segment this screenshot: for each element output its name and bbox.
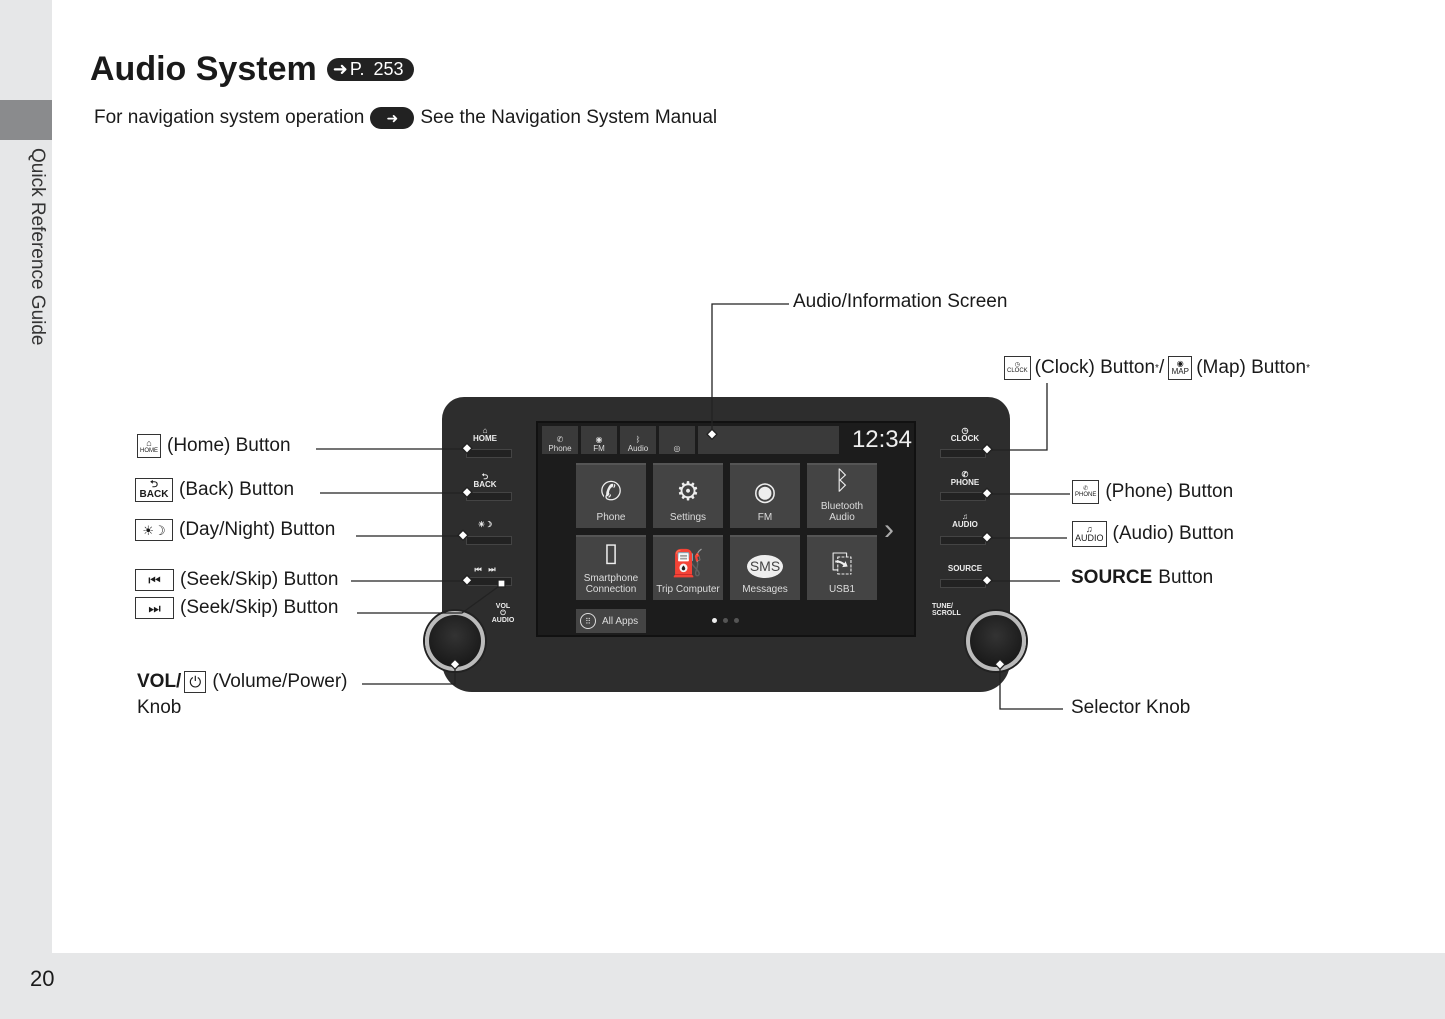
page-reference-link[interactable]: ➜P. 253: [326, 58, 414, 81]
arrow-icon: ➜: [370, 107, 415, 129]
topbar-radio-icon[interactable]: ◎: [659, 426, 695, 454]
clock-hw-button[interactable]: [940, 449, 986, 458]
callout-audio: ♫AUDIO(Audio) Button: [1072, 521, 1234, 547]
tile-smartphone-connection[interactable]: ▯Smartphone Connection: [576, 535, 646, 600]
callout-selector-knob: Selector Knob: [1071, 697, 1191, 718]
callout-screen: Audio/Information Screen: [793, 291, 1008, 312]
audio-icon: ♫AUDIO: [1072, 521, 1107, 547]
callout-volume-knob-text: Knob: [137, 697, 182, 718]
page-title: Audio System ➜P. 253: [90, 50, 414, 89]
callout-clock-map: ◷CLOCK(Clock) Button*/◉MAP(Map) Button*: [1004, 356, 1310, 380]
daynight-icon: ☀☽: [135, 519, 173, 541]
screen-clock: 12:34: [851, 426, 912, 453]
page-indicator: [712, 618, 739, 623]
tile-trip-computer[interactable]: ⛽Trip Computer: [653, 535, 723, 600]
tile-fm[interactable]: ◉FM: [730, 463, 800, 528]
callout-home: ⌂HOME(Home) Button: [137, 434, 291, 458]
tune-scroll-label: TUNE/ SCROLL: [932, 603, 961, 617]
back-hw-button-label: ⮌BACK: [473, 472, 497, 489]
callout-phone: ✆PHONE(Phone) Button: [1072, 480, 1233, 504]
grid-icon: ⠿: [580, 613, 596, 629]
daynight-icon: ☀☽: [477, 520, 493, 529]
audio-hw-button-label: ♫AUDIO: [952, 512, 978, 529]
vol-label: VOL⏻AUDIO: [491, 603, 515, 624]
seek-icons: ⏮ ⏭: [474, 565, 496, 574]
tile-usb1[interactable]: ⎘USB1: [807, 535, 877, 600]
sidebar-tab: [0, 100, 52, 140]
ref-prefix: P.: [349, 59, 365, 79]
callout-seek-forward: ⏭(Seek/Skip) Button: [135, 597, 338, 619]
sidebar-label: Quick Reference Guide: [27, 148, 48, 346]
seek-back-icon: ⏮: [135, 569, 174, 591]
back-hw-button[interactable]: [466, 492, 512, 501]
callout-volume: VOL/⏻(Volume/Power): [137, 671, 348, 693]
map-icon: ◉MAP: [1168, 356, 1193, 380]
clock-icon: ◷CLOCK: [1004, 356, 1031, 380]
home-hw-button[interactable]: [466, 449, 512, 458]
clock-hw-button-label: ◷CLOCK: [950, 426, 980, 443]
ref-page: 253: [373, 59, 404, 79]
back-icon: ⮌BACK: [135, 478, 173, 502]
sidebar: [0, 0, 52, 953]
page-number: 20: [30, 966, 55, 991]
callout-daynight: ☀☽(Day/Night) Button: [135, 519, 335, 541]
callout-back: ⮌BACK(Back) Button: [135, 478, 294, 502]
subtitle-left: For navigation system operation: [94, 107, 365, 128]
subtitle-right: See the Navigation System Manual: [420, 107, 718, 128]
power-icon: ⏻: [184, 671, 207, 693]
daynight-hw-button[interactable]: [466, 536, 512, 545]
arrow-icon: ➜: [332, 59, 348, 79]
next-page-chevron-icon[interactable]: ›: [884, 513, 894, 546]
topbar-fm[interactable]: ◉FM: [581, 426, 617, 454]
all-apps-button[interactable]: ⠿All Apps: [576, 609, 646, 633]
home-icon: ⌂HOME: [137, 434, 161, 458]
topbar-phone[interactable]: ✆Phone: [542, 426, 578, 454]
tile-phone[interactable]: ✆Phone: [576, 463, 646, 528]
selector-knob[interactable]: [966, 611, 1026, 671]
title-text: Audio System: [90, 50, 317, 88]
volume-knob[interactable]: [425, 611, 485, 671]
phone-hw-button[interactable]: [940, 492, 986, 501]
tile-settings[interactable]: ⚙Settings: [653, 463, 723, 528]
phone-hw-button-label: ✆PHONE: [950, 470, 980, 487]
source-hw-button-label: SOURCE: [947, 564, 983, 573]
phone-icon: ✆PHONE: [1072, 480, 1100, 504]
callout-seek-back: ⏮(Seek/Skip) Button: [135, 569, 338, 591]
audio-hw-button[interactable]: [940, 536, 986, 545]
home-hw-button-label: ⌂HOME: [473, 426, 497, 443]
subtitle: For navigation system operation ➜ See th…: [94, 107, 717, 129]
topbar-status-area: [698, 426, 839, 454]
seek-forward-icon: ⏭: [135, 597, 174, 619]
seek-hw-button[interactable]: [466, 577, 512, 586]
footer: [0, 953, 1445, 1019]
source-hw-button[interactable]: [940, 579, 986, 588]
